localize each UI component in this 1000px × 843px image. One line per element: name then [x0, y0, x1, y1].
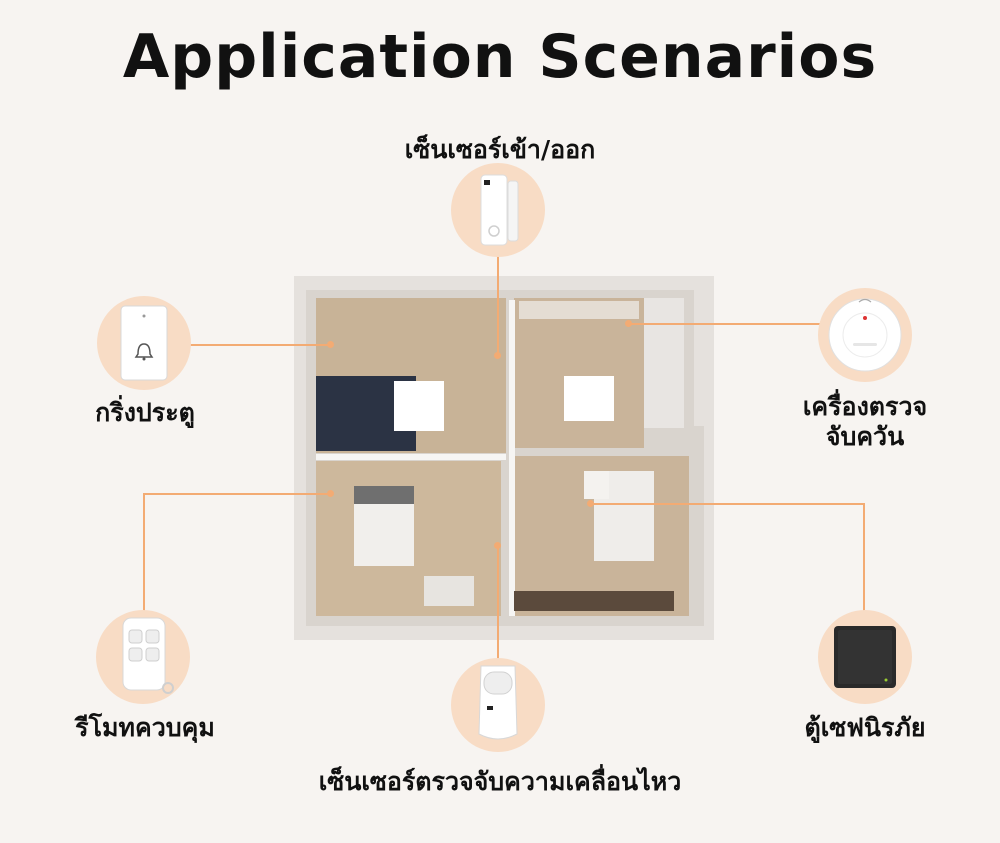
connector-dot	[494, 542, 501, 549]
motion-sensor-icon	[478, 665, 518, 740]
doorbell-circle	[97, 296, 191, 390]
connector-remote	[143, 493, 145, 613]
connector-remote	[143, 493, 330, 495]
motion-sensor-circle	[451, 658, 545, 752]
safe-box-icon	[834, 626, 896, 688]
smoke-detector-label-line1: เครื่องตรวจ	[802, 392, 928, 421]
smoke-detector-label: เครื่องตรวจ จับควัน	[775, 392, 955, 452]
remote-control-circle	[96, 610, 190, 704]
doorbell-icon	[120, 305, 168, 381]
connector-smoke-detector	[628, 323, 820, 325]
connector-dot	[327, 341, 334, 348]
motion-sensor-label: เซ็นเซอร์ตรวจจับความเคลื่อนไหว	[318, 767, 682, 796]
connector-safe	[590, 503, 865, 505]
door-sensor-circle	[451, 163, 545, 257]
connector-door-sensor	[497, 255, 499, 355]
safe-box-circle	[818, 610, 912, 704]
page-title: Application Scenarios	[122, 22, 878, 92]
door-sensor-icon	[480, 174, 519, 246]
smoke-detector-label-line2: จับควัน	[825, 422, 905, 451]
remote-control-label: รีโมทควบคุม	[75, 713, 215, 742]
doorbell-label: กริ่งประตู	[95, 398, 195, 427]
smoke-detector-circle	[818, 288, 912, 382]
connector-dot	[327, 490, 334, 497]
connector-doorbell	[190, 344, 330, 346]
connector-motion-sensor	[497, 545, 499, 663]
connector-dot	[587, 500, 594, 507]
connector-safe	[863, 503, 865, 613]
connector-dot	[625, 320, 632, 327]
floor-plan-illustration	[294, 276, 714, 640]
connector-dot	[494, 352, 501, 359]
door-sensor-label: เซ็นเซอร์เข้า/ออก	[404, 135, 596, 164]
smoke-detector-icon	[828, 298, 902, 372]
remote-control-icon	[122, 617, 174, 694]
safe-box-label: ตู้เซฟนิรภัย	[804, 713, 926, 742]
